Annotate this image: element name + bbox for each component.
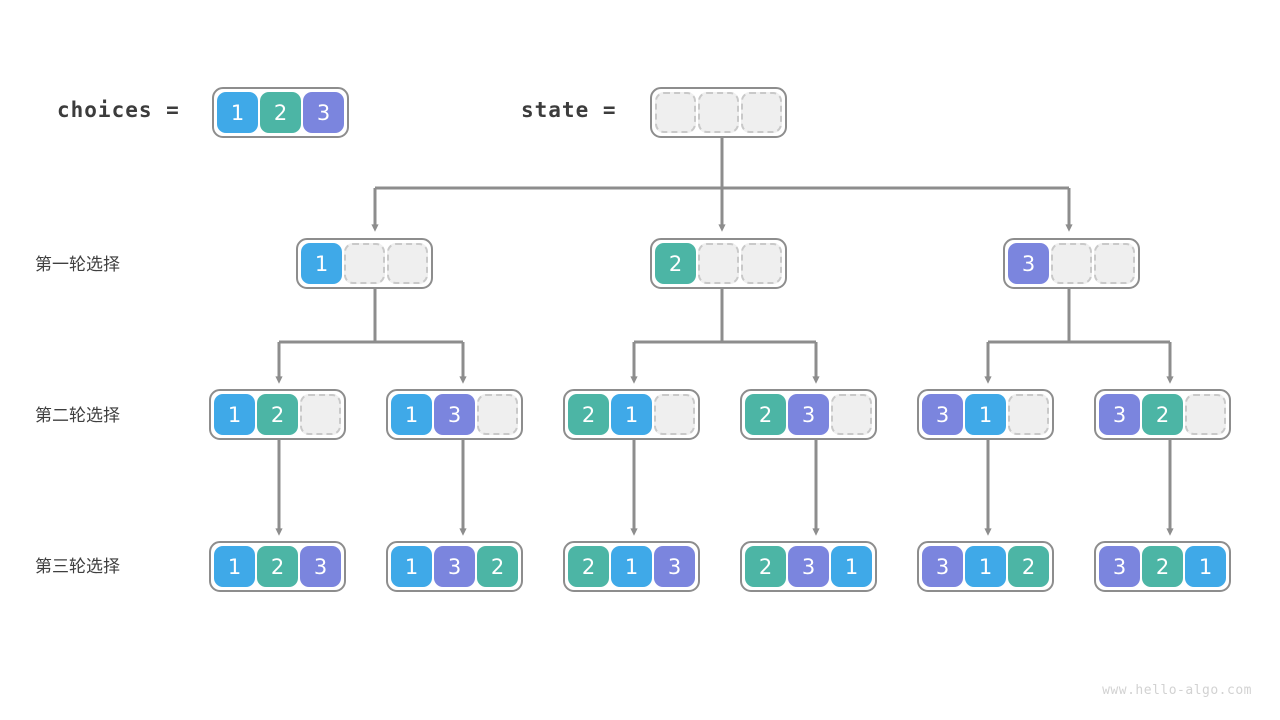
cell (698, 243, 739, 284)
node-level2-4: 3 1 (917, 389, 1054, 440)
cell (1185, 394, 1226, 435)
cell: 2 (1008, 546, 1049, 587)
cell: 1 (214, 394, 255, 435)
cell (1094, 243, 1135, 284)
cell: 3 (654, 546, 695, 587)
watermark: www.hello-algo.com (1102, 683, 1252, 698)
state-label: state = (521, 98, 617, 122)
cell: 3 (434, 546, 475, 587)
cell: 1 (831, 546, 872, 587)
cell: 2 (655, 243, 696, 284)
node-level2-2: 2 1 (563, 389, 700, 440)
state-cell-0 (655, 92, 696, 133)
row-label-round-1: 第一轮选择 (35, 255, 120, 275)
node-level2-5: 3 2 (1094, 389, 1231, 440)
state-cell-2 (741, 92, 782, 133)
node-level3-1: 1 3 2 (386, 541, 523, 592)
cell: 2 (257, 394, 298, 435)
node-level3-3: 2 3 1 (740, 541, 877, 592)
cell (654, 394, 695, 435)
state-cell-1 (698, 92, 739, 133)
cell: 3 (1099, 394, 1140, 435)
cell: 1 (391, 546, 432, 587)
node-level2-0: 1 2 (209, 389, 346, 440)
cell (477, 394, 518, 435)
cell: 2 (745, 546, 786, 587)
state-array (650, 87, 787, 138)
node-level2-1: 1 3 (386, 389, 523, 440)
node-level3-5: 3 2 1 (1094, 541, 1231, 592)
choices-cell-0: 1 (217, 92, 258, 133)
choices-cell-2: 3 (303, 92, 344, 133)
node-level3-0: 1 2 3 (209, 541, 346, 592)
cell (1051, 243, 1092, 284)
cell: 1 (1185, 546, 1226, 587)
cell: 3 (788, 394, 829, 435)
cell: 1 (965, 546, 1006, 587)
cell: 2 (568, 394, 609, 435)
choices-cell-1: 2 (260, 92, 301, 133)
node-level1-0: 1 (296, 238, 433, 289)
cell: 3 (300, 546, 341, 587)
cell (831, 394, 872, 435)
cell (1008, 394, 1049, 435)
cell: 3 (434, 394, 475, 435)
cell (387, 243, 428, 284)
node-level1-2: 3 (1003, 238, 1140, 289)
choices-label: choices = (57, 98, 180, 122)
cell: 1 (611, 546, 652, 587)
cell: 1 (301, 243, 342, 284)
node-level3-4: 3 1 2 (917, 541, 1054, 592)
cell (741, 243, 782, 284)
row-label-round-3: 第三轮选择 (35, 557, 120, 577)
cell: 1 (965, 394, 1006, 435)
cell: 3 (1099, 546, 1140, 587)
cell: 3 (922, 394, 963, 435)
choices-array: 1 2 3 (212, 87, 349, 138)
cell (344, 243, 385, 284)
node-level3-2: 2 1 3 (563, 541, 700, 592)
cell: 2 (1142, 394, 1183, 435)
cell: 1 (611, 394, 652, 435)
cell: 2 (1142, 546, 1183, 587)
row-label-round-2: 第二轮选择 (35, 406, 120, 426)
cell: 2 (568, 546, 609, 587)
cell: 3 (922, 546, 963, 587)
cell: 2 (477, 546, 518, 587)
node-level1-1: 2 (650, 238, 787, 289)
node-level2-3: 2 3 (740, 389, 877, 440)
cell: 1 (391, 394, 432, 435)
cell: 3 (1008, 243, 1049, 284)
cell: 2 (257, 546, 298, 587)
cell: 2 (745, 394, 786, 435)
cell: 1 (214, 546, 255, 587)
cell (300, 394, 341, 435)
cell: 3 (788, 546, 829, 587)
